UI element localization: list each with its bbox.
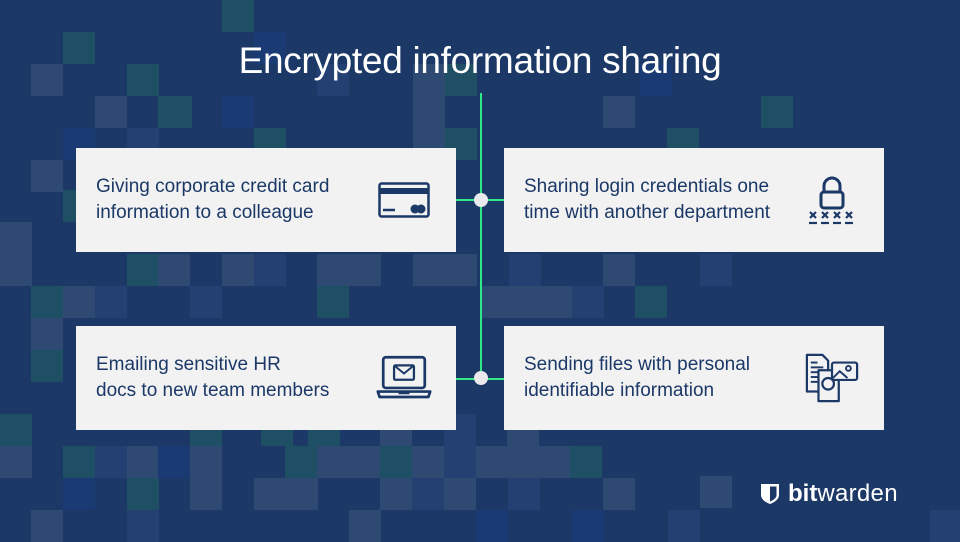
card-text: Sending files with personal identifiable…	[524, 354, 751, 401]
connector-dot-top	[474, 193, 488, 207]
logo-text-bold: bit	[788, 480, 818, 507]
laptop-email-icon	[376, 350, 432, 406]
card-pii-files: Sending files with personal identifiable…	[504, 326, 884, 430]
lock-password-icon	[804, 172, 860, 228]
credit-card-icon	[376, 172, 432, 228]
logo-text-regular: warden	[817, 480, 898, 507]
files-documents-icon	[804, 350, 860, 406]
card-text: Giving corporate credit card information…	[96, 176, 330, 223]
connector-vertical-line	[480, 93, 482, 379]
card-credit-card: Giving corporate credit card information…	[76, 148, 456, 252]
shield-icon	[761, 484, 779, 504]
card-hr-docs: Emailing sensitive HR docs to new team m…	[76, 326, 456, 430]
card-login-credentials: Sharing login credentials one time with …	[504, 148, 884, 252]
connector-dot-bottom	[474, 371, 488, 385]
card-text: Emailing sensitive HR docs to new team m…	[96, 354, 330, 401]
card-text: Sharing login credentials one time with …	[524, 176, 771, 223]
slide-title: Encrypted information sharing	[238, 40, 722, 81]
